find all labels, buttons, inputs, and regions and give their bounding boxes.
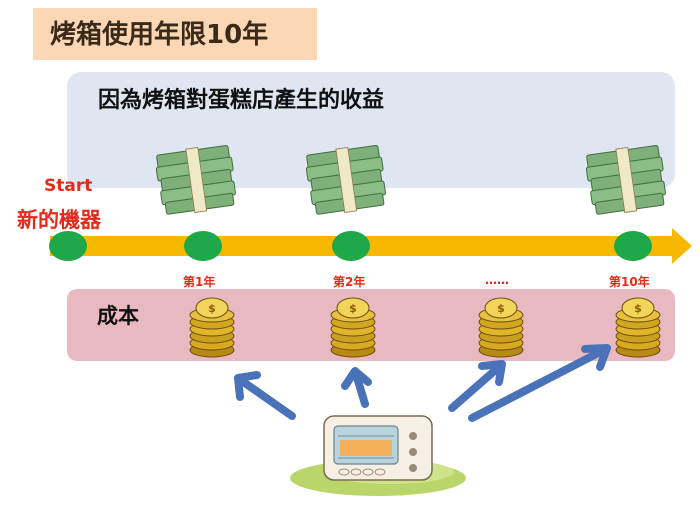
timeline-node-year-2: [332, 231, 370, 261]
page-title: 烤箱使用年限10年: [50, 20, 269, 50]
title-box: [33, 8, 317, 60]
toaster-oven-icon: [290, 415, 466, 496]
money-stack-icon-10: [583, 142, 669, 218]
timeline-node-year-10: [614, 231, 652, 261]
revenue-label: 因為烤箱對蛋糕店產生的收益: [98, 88, 385, 113]
year-label-ellipsis: ……: [485, 273, 509, 287]
cost-label: 成本: [97, 304, 139, 328]
timeline-arrow: [50, 228, 692, 264]
year-label-1: 第1年: [183, 275, 216, 289]
money-stack-icon-1: [153, 142, 239, 218]
cost-arrow-3: [448, 360, 506, 412]
timeline-node-start: [49, 231, 87, 261]
year-label-10: 第10年: [609, 275, 650, 289]
year-label-2: 第2年: [333, 275, 366, 289]
gold-coin-stack-icon-2: [330, 297, 376, 358]
cost-arrow-4: [468, 344, 611, 422]
gold-coin-stack-icon-1: [189, 297, 235, 358]
start-label: Start: [44, 176, 93, 196]
cost-arrow-2: [341, 367, 372, 408]
gold-coin-stack-icon-10: [615, 297, 661, 358]
cost-arrow-1: [234, 371, 296, 420]
gold-coin-stack-icon-ellipsis: [478, 297, 524, 358]
money-stack-icon-2: [303, 142, 389, 218]
new-machine-label: 新的機器: [17, 208, 101, 232]
cost-arrows: [234, 344, 611, 422]
timeline-node-year-1: [184, 231, 222, 261]
